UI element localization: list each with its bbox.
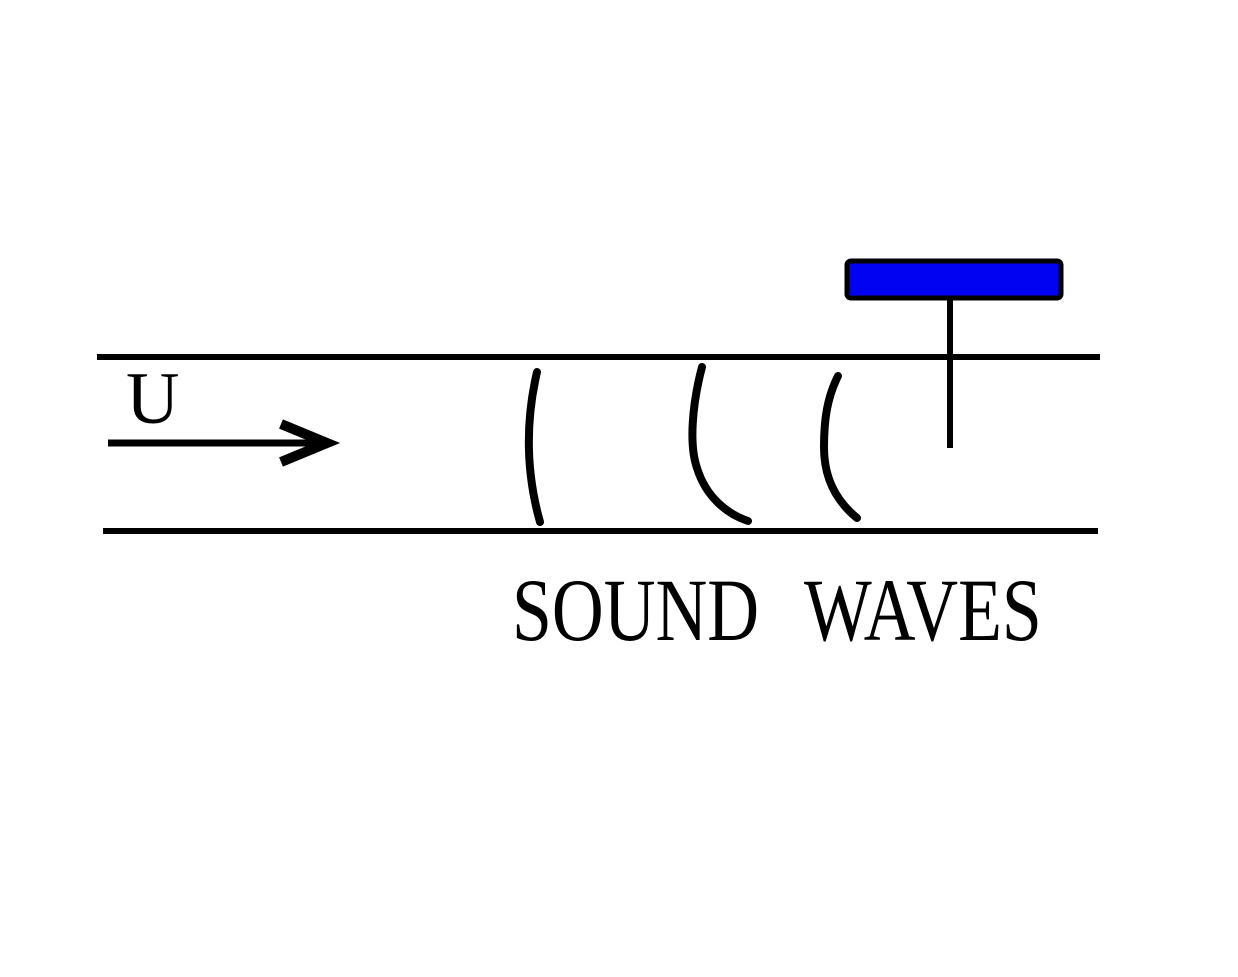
flow-arrow-head: [279, 419, 341, 467]
flow-arrow: [108, 419, 341, 467]
duct-bottom-wall: [103, 528, 1098, 534]
duct-top-wall: [97, 354, 1100, 360]
wavefront-2: [688, 363, 752, 525]
wavefront-3: [819, 372, 861, 522]
probe-body: [844, 258, 1064, 301]
flow-velocity-label: U: [126, 358, 180, 440]
probe-stem: [947, 296, 953, 448]
wavefront-1: [524, 368, 544, 526]
caption-sound-waves: SOUND WAVES: [512, 562, 1042, 660]
